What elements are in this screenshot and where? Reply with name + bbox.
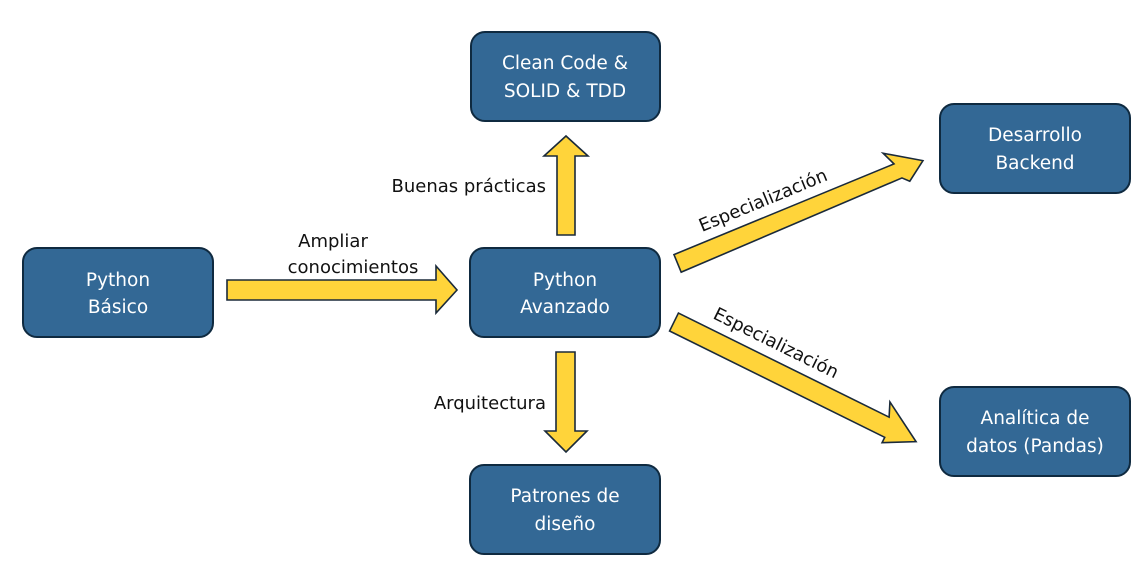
node-python-basico: Python Básico (22, 247, 214, 338)
node-analitica-datos: Analítica de datos (Pandas) (939, 386, 1131, 477)
node-analitica-datos-line1: Analítica de (981, 408, 1090, 429)
node-patrones-diseno-line1: Patrones de (510, 486, 619, 507)
arrow-ampliar-conocimientos (226, 263, 459, 316)
node-patrones-diseno: Patrones de diseño (469, 464, 661, 555)
node-patrones-diseno-line2: diseño (535, 514, 596, 535)
node-python-basico-line2: Básico (88, 297, 148, 318)
node-patrones-diseno-box (469, 464, 661, 555)
node-desarrollo-backend: Desarrollo Backend (939, 103, 1131, 194)
node-desarrollo-backend-line1: Desarrollo (988, 125, 1082, 146)
node-clean-code: Clean Code & SOLID & TDD (470, 31, 661, 122)
node-clean-code-line1: Clean Code & (502, 53, 628, 74)
node-python-avanzado-line1: Python (533, 270, 597, 291)
node-python-basico-line1: Python (86, 270, 150, 291)
arrow-especializacion-analitica (668, 311, 918, 444)
label-buenas-practicas: Buenas prácticas (392, 176, 547, 197)
arrow-arquitectura (543, 351, 589, 454)
node-clean-code-line2: SOLID & TDD (504, 81, 626, 102)
node-analitica-datos-line2: datos (Pandas) (966, 436, 1104, 457)
arrow-buenas-practicas (541, 134, 591, 236)
arrow-especializacion-backend (672, 151, 925, 274)
node-desarrollo-backend-box (939, 103, 1131, 194)
node-desarrollo-backend-line2: Backend (995, 153, 1074, 174)
node-clean-code-box (470, 31, 661, 122)
label-arquitectura: Arquitectura (434, 393, 546, 414)
label-ampliar: Ampliar (298, 231, 368, 252)
node-python-avanzado-box (469, 247, 661, 338)
label-conocimientos: conocimientos (288, 257, 419, 278)
node-python-avanzado: Python Avanzado (469, 247, 661, 338)
node-python-avanzado-line2: Avanzado (520, 297, 610, 318)
node-python-basico-box (22, 247, 214, 338)
node-analitica-datos-box (939, 386, 1131, 477)
